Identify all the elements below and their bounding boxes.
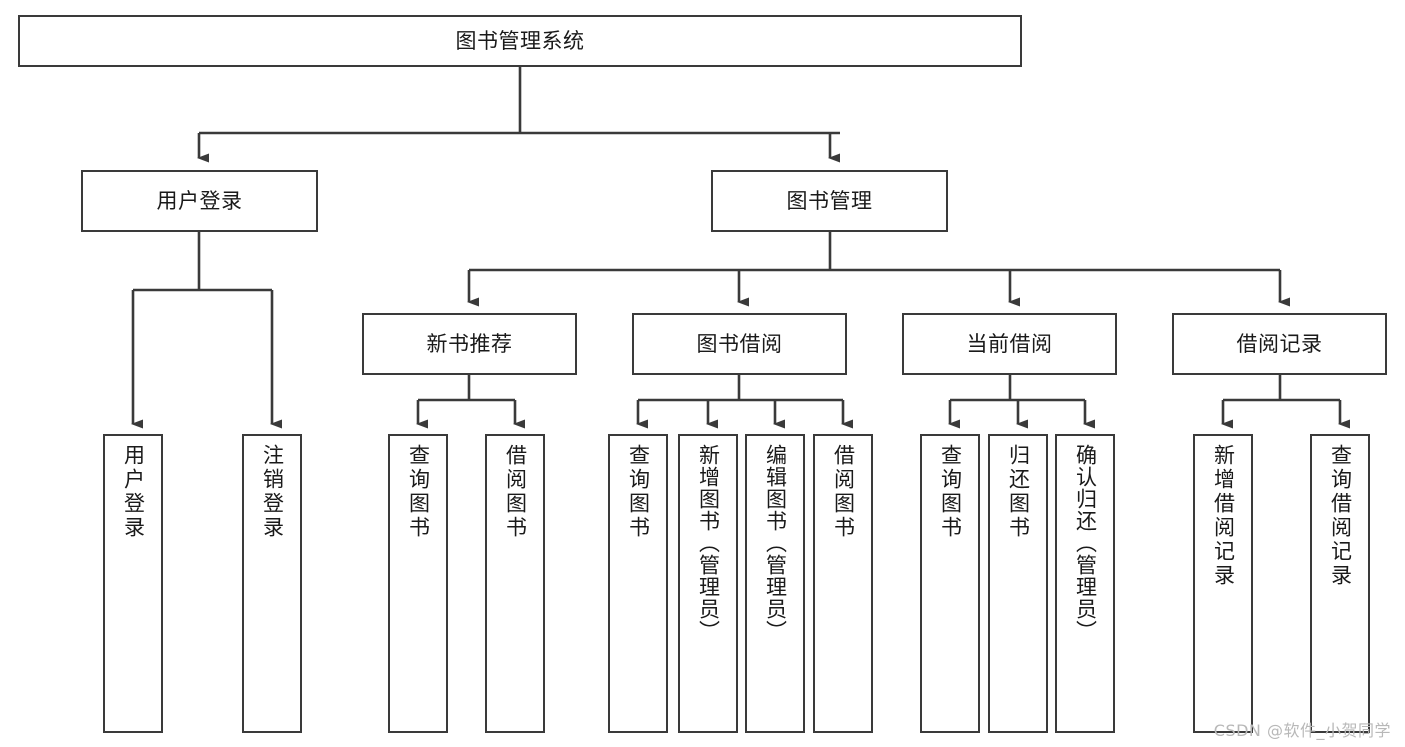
node-leaf-logout-label: 注销登录 xyxy=(260,444,285,540)
node-new-book-recommend[interactable]: 新书推荐 xyxy=(362,313,577,375)
node-leaf-edit-book[interactable]: 编辑图书（管理员） xyxy=(745,434,805,733)
node-leaf-add-borrow-record[interactable]: 新增借阅记录 xyxy=(1193,434,1253,733)
node-current-borrow-label: 当前借阅 xyxy=(966,331,1053,356)
node-current-borrow[interactable]: 当前借阅 xyxy=(902,313,1117,375)
node-borrow-record[interactable]: 借阅记录 xyxy=(1172,313,1387,375)
node-root[interactable]: 图书管理系统 xyxy=(18,15,1022,67)
node-book-management[interactable]: 图书管理 xyxy=(711,170,948,232)
node-book-borrow-label: 图书借阅 xyxy=(696,331,783,356)
node-leaf-edit-book-label: 编辑图书（管理员） xyxy=(763,444,788,642)
node-leaf-query-book-new-label: 查询图书 xyxy=(406,444,431,540)
node-new-book-recommend-label: 新书推荐 xyxy=(426,331,513,356)
node-leaf-add-borrow-record-label: 新增借阅记录 xyxy=(1211,444,1236,588)
node-leaf-query-borrow-record[interactable]: 查询借阅记录 xyxy=(1310,434,1370,733)
node-leaf-confirm-return-label: 确认归还（管理员） xyxy=(1073,444,1098,642)
node-user-login[interactable]: 用户登录 xyxy=(81,170,318,232)
node-leaf-borrow-book[interactable]: 借阅图书 xyxy=(813,434,873,733)
node-borrow-record-label: 借阅记录 xyxy=(1236,331,1323,356)
node-leaf-confirm-return[interactable]: 确认归还（管理员） xyxy=(1055,434,1115,733)
node-leaf-return-book-label: 归还图书 xyxy=(1006,444,1031,540)
node-leaf-add-book-label: 新增图书（管理员） xyxy=(696,444,721,642)
node-leaf-query-book-current[interactable]: 查询图书 xyxy=(920,434,980,733)
node-book-borrow[interactable]: 图书借阅 xyxy=(632,313,847,375)
node-user-login-label: 用户登录 xyxy=(156,188,243,213)
node-root-label: 图书管理系统 xyxy=(455,28,585,53)
node-leaf-query-book-borrow[interactable]: 查询图书 xyxy=(608,434,668,733)
node-leaf-add-book[interactable]: 新增图书（管理员） xyxy=(678,434,738,733)
node-leaf-return-book[interactable]: 归还图书 xyxy=(988,434,1048,733)
node-leaf-logout[interactable]: 注销登录 xyxy=(242,434,302,733)
node-leaf-borrow-book-new-label: 借阅图书 xyxy=(503,444,528,540)
node-leaf-borrow-book-new[interactable]: 借阅图书 xyxy=(485,434,545,733)
node-leaf-user-login[interactable]: 用户登录 xyxy=(103,434,163,733)
node-leaf-query-book-current-label: 查询图书 xyxy=(938,444,963,540)
node-leaf-borrow-book-label: 借阅图书 xyxy=(831,444,856,540)
node-leaf-query-borrow-record-label: 查询借阅记录 xyxy=(1328,444,1353,588)
node-leaf-user-login-label: 用户登录 xyxy=(121,444,146,540)
node-book-management-label: 图书管理 xyxy=(786,188,873,213)
node-leaf-query-book-borrow-label: 查询图书 xyxy=(626,444,651,540)
node-leaf-query-book-new[interactable]: 查询图书 xyxy=(388,434,448,733)
